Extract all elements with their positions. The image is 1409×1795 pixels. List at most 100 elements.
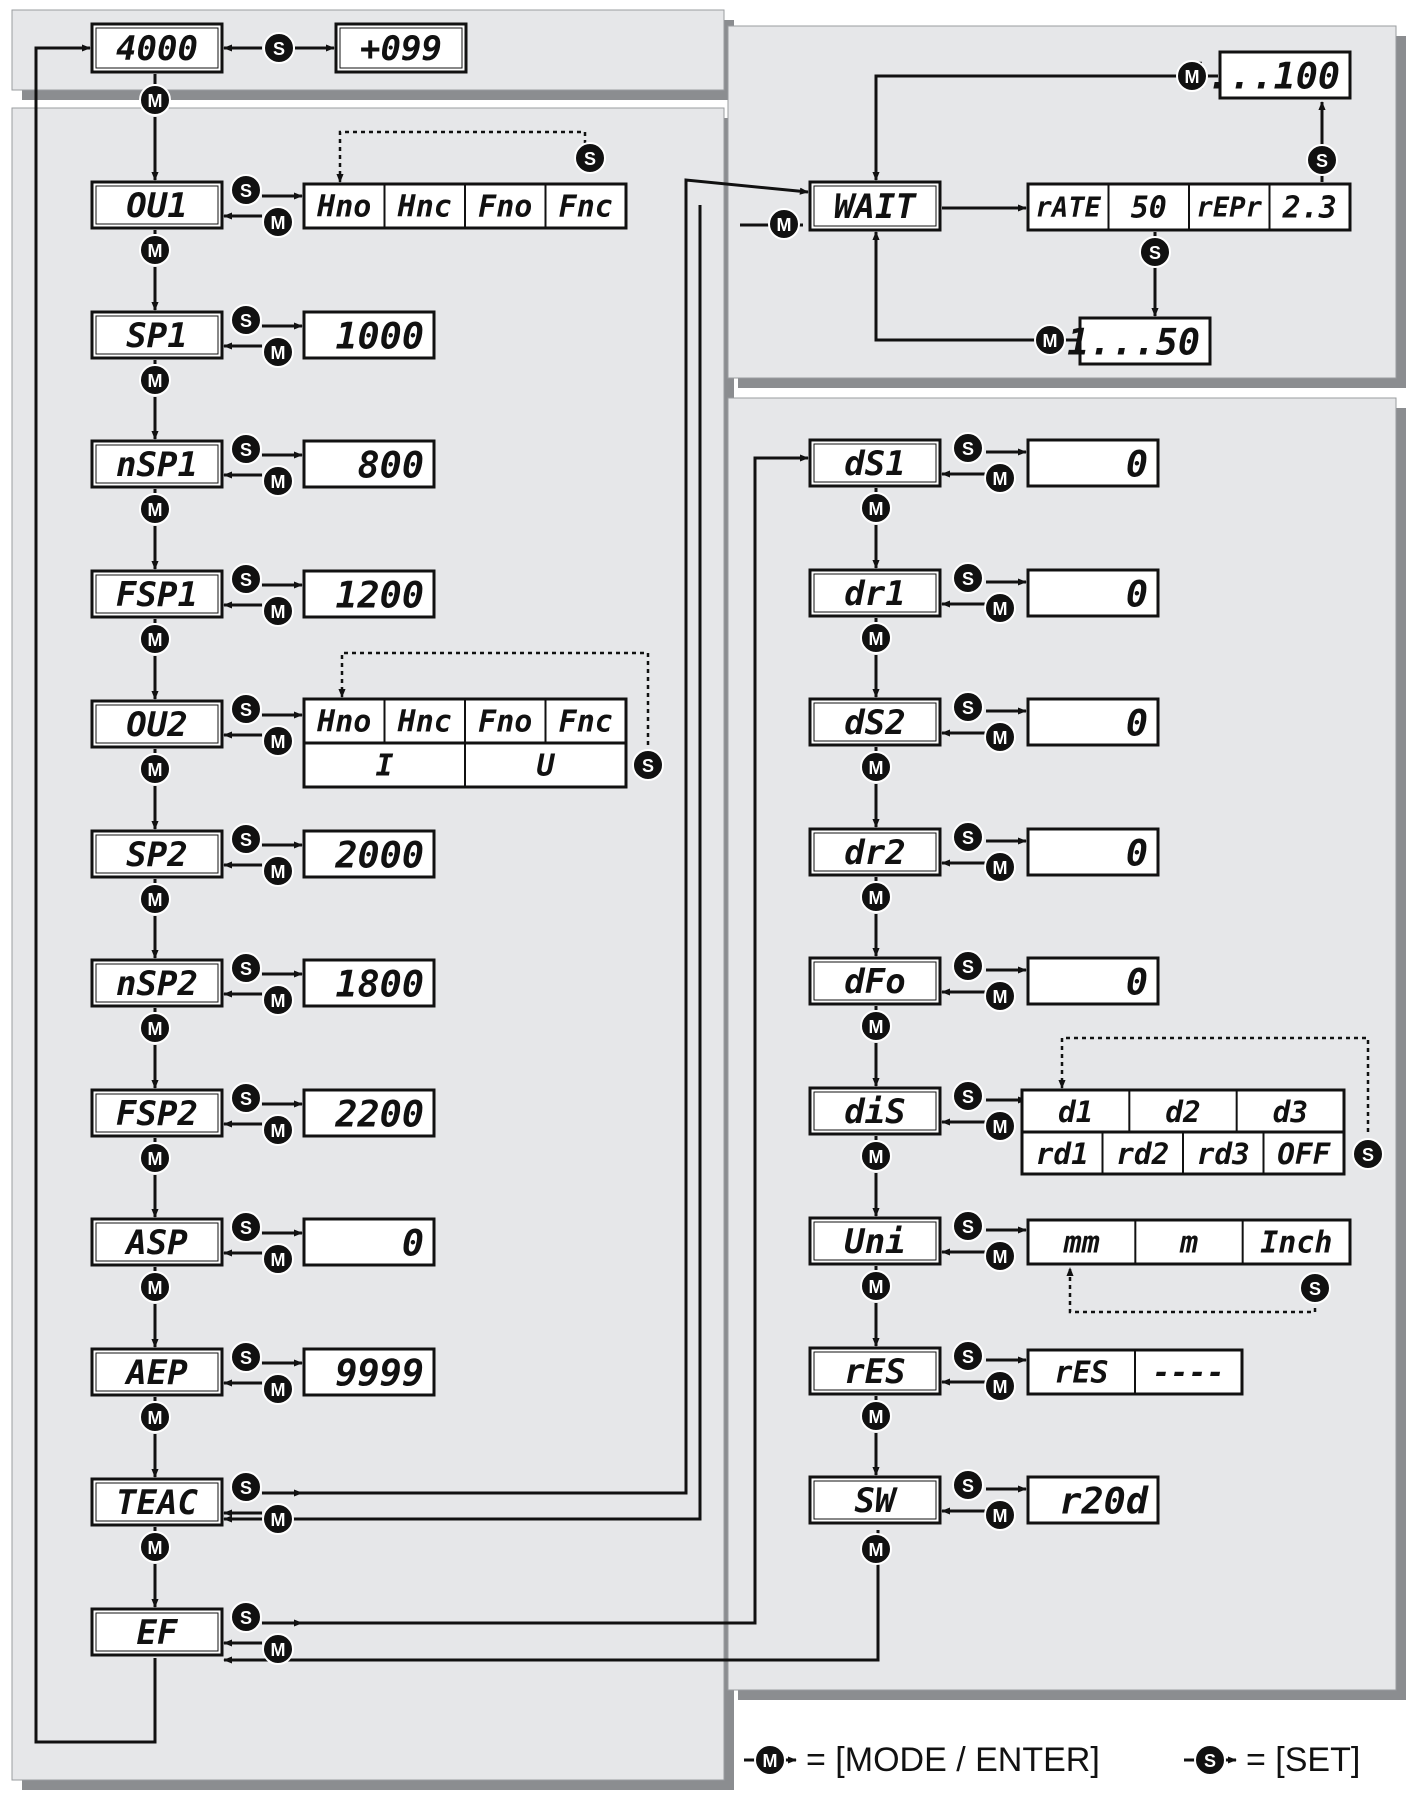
menu-asp xyxy=(90,1217,224,1267)
set-button-nsp2 xyxy=(230,952,262,984)
menu-aep-text: AEP xyxy=(124,1353,188,1393)
options-uni-cell-1: m xyxy=(1179,1226,1198,1261)
legend-mode-button xyxy=(754,1744,786,1776)
menu-ou2-inner xyxy=(95,704,219,744)
mode-button-nsp1 xyxy=(139,493,171,525)
set-button-ou1-cycle-label: S xyxy=(584,149,596,169)
mode-button-range-top xyxy=(1176,60,1208,92)
options2-dis-cell-3: OFF xyxy=(1277,1137,1331,1171)
mode-button-ou1 xyxy=(139,234,171,266)
menu-sp2 xyxy=(90,829,224,879)
ef-value-dfo xyxy=(1026,956,1160,1006)
menu-ef-text: EF xyxy=(137,1613,179,1653)
mode-button-wait-back-label: M xyxy=(777,215,792,235)
set-button-ef-dfo xyxy=(952,950,984,982)
value-sp2-text: 2000 xyxy=(334,834,424,877)
wait-range-top-text: 1...100 xyxy=(1185,55,1340,98)
ef-ds2 xyxy=(808,697,942,747)
options-ou2-cell-3: Fnc xyxy=(559,705,613,740)
set-button-ef xyxy=(230,1601,262,1633)
menu-asp-text: ASP xyxy=(124,1223,188,1263)
menu-fsp2-inner xyxy=(95,1093,219,1133)
mode-button-ef-uni xyxy=(860,1270,892,1302)
set-button-ef-dr2-label: S xyxy=(962,828,974,848)
mode-button-ef-dis-label: M xyxy=(869,1147,884,1167)
wait-rate-cells-cell-3: 2.3 xyxy=(1282,191,1337,226)
mode-button-sp1-label: M xyxy=(148,371,163,391)
mode-button-top xyxy=(139,84,171,116)
set-button-ou1-cycle xyxy=(574,142,606,174)
mode-button-back-asp-label: M xyxy=(271,1250,286,1270)
ef-value-ds1 xyxy=(1026,438,1160,488)
set-button-uni-cycle xyxy=(1299,1272,1331,1304)
menu-nsp1-inner xyxy=(95,444,219,484)
mode-button-back-ef-dr1-label: M xyxy=(993,599,1008,619)
legend-set-button-label: S xyxy=(1204,1751,1216,1771)
mode-button-ef-res xyxy=(860,1400,892,1432)
value-sp1 xyxy=(302,310,436,360)
mode-button-back-ou1-label: M xyxy=(271,213,286,233)
options-ou2-cell-2: Fno xyxy=(478,705,532,740)
ef-sw xyxy=(808,1475,942,1525)
set-button-fsp2 xyxy=(230,1082,262,1114)
set-button-ef-dr1-label: S xyxy=(962,569,974,589)
mode-button-fsp2 xyxy=(139,1142,171,1174)
mode-button-ef-dr2-label: M xyxy=(869,888,884,908)
set-button-ou2 xyxy=(230,693,262,725)
dotted-dis xyxy=(1058,1036,1370,1132)
value-aep-text: 9999 xyxy=(335,1352,424,1395)
menu-sp1 xyxy=(90,310,224,360)
options-ou1-cell-2: Fno xyxy=(478,190,532,225)
ef-value-ds2-text: 0 xyxy=(1126,702,1148,745)
display-4000-inner xyxy=(95,27,219,69)
mode-button-back-asp xyxy=(262,1243,294,1275)
mode-button-ef-ds2-label: M xyxy=(869,758,884,778)
menu-aep xyxy=(90,1347,224,1397)
mode-button-back-sp2-label: M xyxy=(271,862,286,882)
ef-ds2-inner xyxy=(813,702,937,742)
options-ou1-cell-3: Fnc xyxy=(559,190,613,225)
menu-teac-inner xyxy=(95,1482,219,1522)
mode-button-ef-ds1 xyxy=(860,492,892,524)
menu-teac-text: TEAC xyxy=(116,1483,198,1523)
mode-button-ou2 xyxy=(139,753,171,785)
value-nsp2-text: 1800 xyxy=(335,963,424,1006)
wait-rate-cells-cell-0: rATE xyxy=(1036,193,1102,224)
mode-button-back-fsp2 xyxy=(262,1114,294,1146)
set-button-asp xyxy=(230,1211,262,1243)
menu-fsp1 xyxy=(90,569,224,619)
set-button-sp2 xyxy=(230,823,262,855)
value-sp1-text: 1000 xyxy=(335,315,424,358)
arrow-teac-to-wait xyxy=(262,178,809,1495)
mode-button-range-bottom-label: M xyxy=(1043,331,1058,351)
ef-ds2-text: dS2 xyxy=(844,703,905,743)
mode-button-back-ef-ds1-label: M xyxy=(993,469,1008,489)
menu-sp2-text: SP2 xyxy=(126,835,187,875)
mode-button-back-fsp2-label: M xyxy=(271,1121,286,1141)
menu-ef-inner xyxy=(95,1612,219,1652)
value-asp xyxy=(302,1217,436,1267)
mode-button-teac xyxy=(139,1531,171,1563)
set-button-top xyxy=(263,32,295,64)
menu-nsp2-inner xyxy=(95,963,219,1003)
display-4000-text: 4000 xyxy=(116,29,198,69)
menu-ou1 xyxy=(90,180,224,230)
mode-button-back-sp1-label: M xyxy=(271,343,286,363)
set-button-ef-dr1 xyxy=(952,562,984,594)
menu-wait-text: WAIT xyxy=(834,187,917,227)
mode-button-ef-dfo-label: M xyxy=(869,1017,884,1037)
mode-button-back-ef-res xyxy=(984,1370,1016,1402)
ef-dis xyxy=(808,1086,942,1136)
mode-button-back-ef-ds1 xyxy=(984,462,1016,494)
mode-button-back-ef-uni-label: M xyxy=(993,1247,1008,1267)
set-button-aep-label: S xyxy=(240,1348,252,1368)
options-ou2-cell-0: Hno xyxy=(316,705,371,740)
set-button-ef-res-label: S xyxy=(962,1347,974,1367)
mode-button-top-label: M xyxy=(148,91,163,111)
display-value-099 xyxy=(334,22,468,74)
menu-fsp1-inner xyxy=(95,574,219,614)
value-nsp2 xyxy=(302,958,436,1008)
mode-button-back-sp1 xyxy=(262,336,294,368)
mode-button-ef-dfo xyxy=(860,1010,892,1042)
set-button-repr xyxy=(1306,144,1338,176)
